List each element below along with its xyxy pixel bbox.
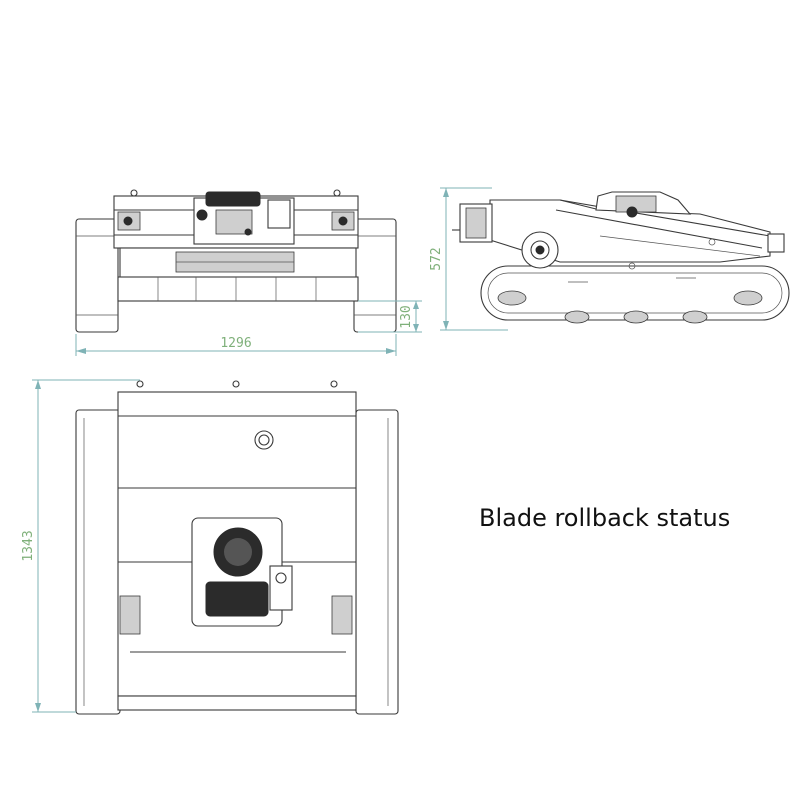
length-dimension-label: 1343 (21, 530, 36, 561)
height-dimension-label: 572 (429, 247, 444, 270)
length-dimension: 1343 (21, 379, 140, 713)
clearance-dimension-label: 130 (399, 305, 414, 328)
front-view (75, 189, 397, 333)
road-wheels (497, 290, 763, 324)
height-dimension: 572 (429, 187, 508, 331)
top-view (75, 380, 399, 715)
clearance-dimension: 130 (358, 300, 422, 333)
side-view (452, 191, 790, 324)
width-dimension: 1296 (75, 334, 397, 356)
caption: Blade rollback status (479, 504, 731, 532)
width-dimension-label: 1296 (220, 336, 251, 351)
